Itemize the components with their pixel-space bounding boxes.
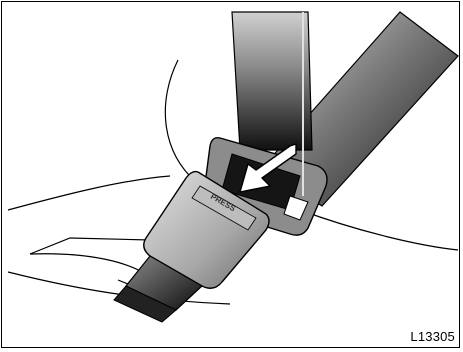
figure-code: L13305 <box>410 329 455 344</box>
lap-belt <box>232 12 312 150</box>
